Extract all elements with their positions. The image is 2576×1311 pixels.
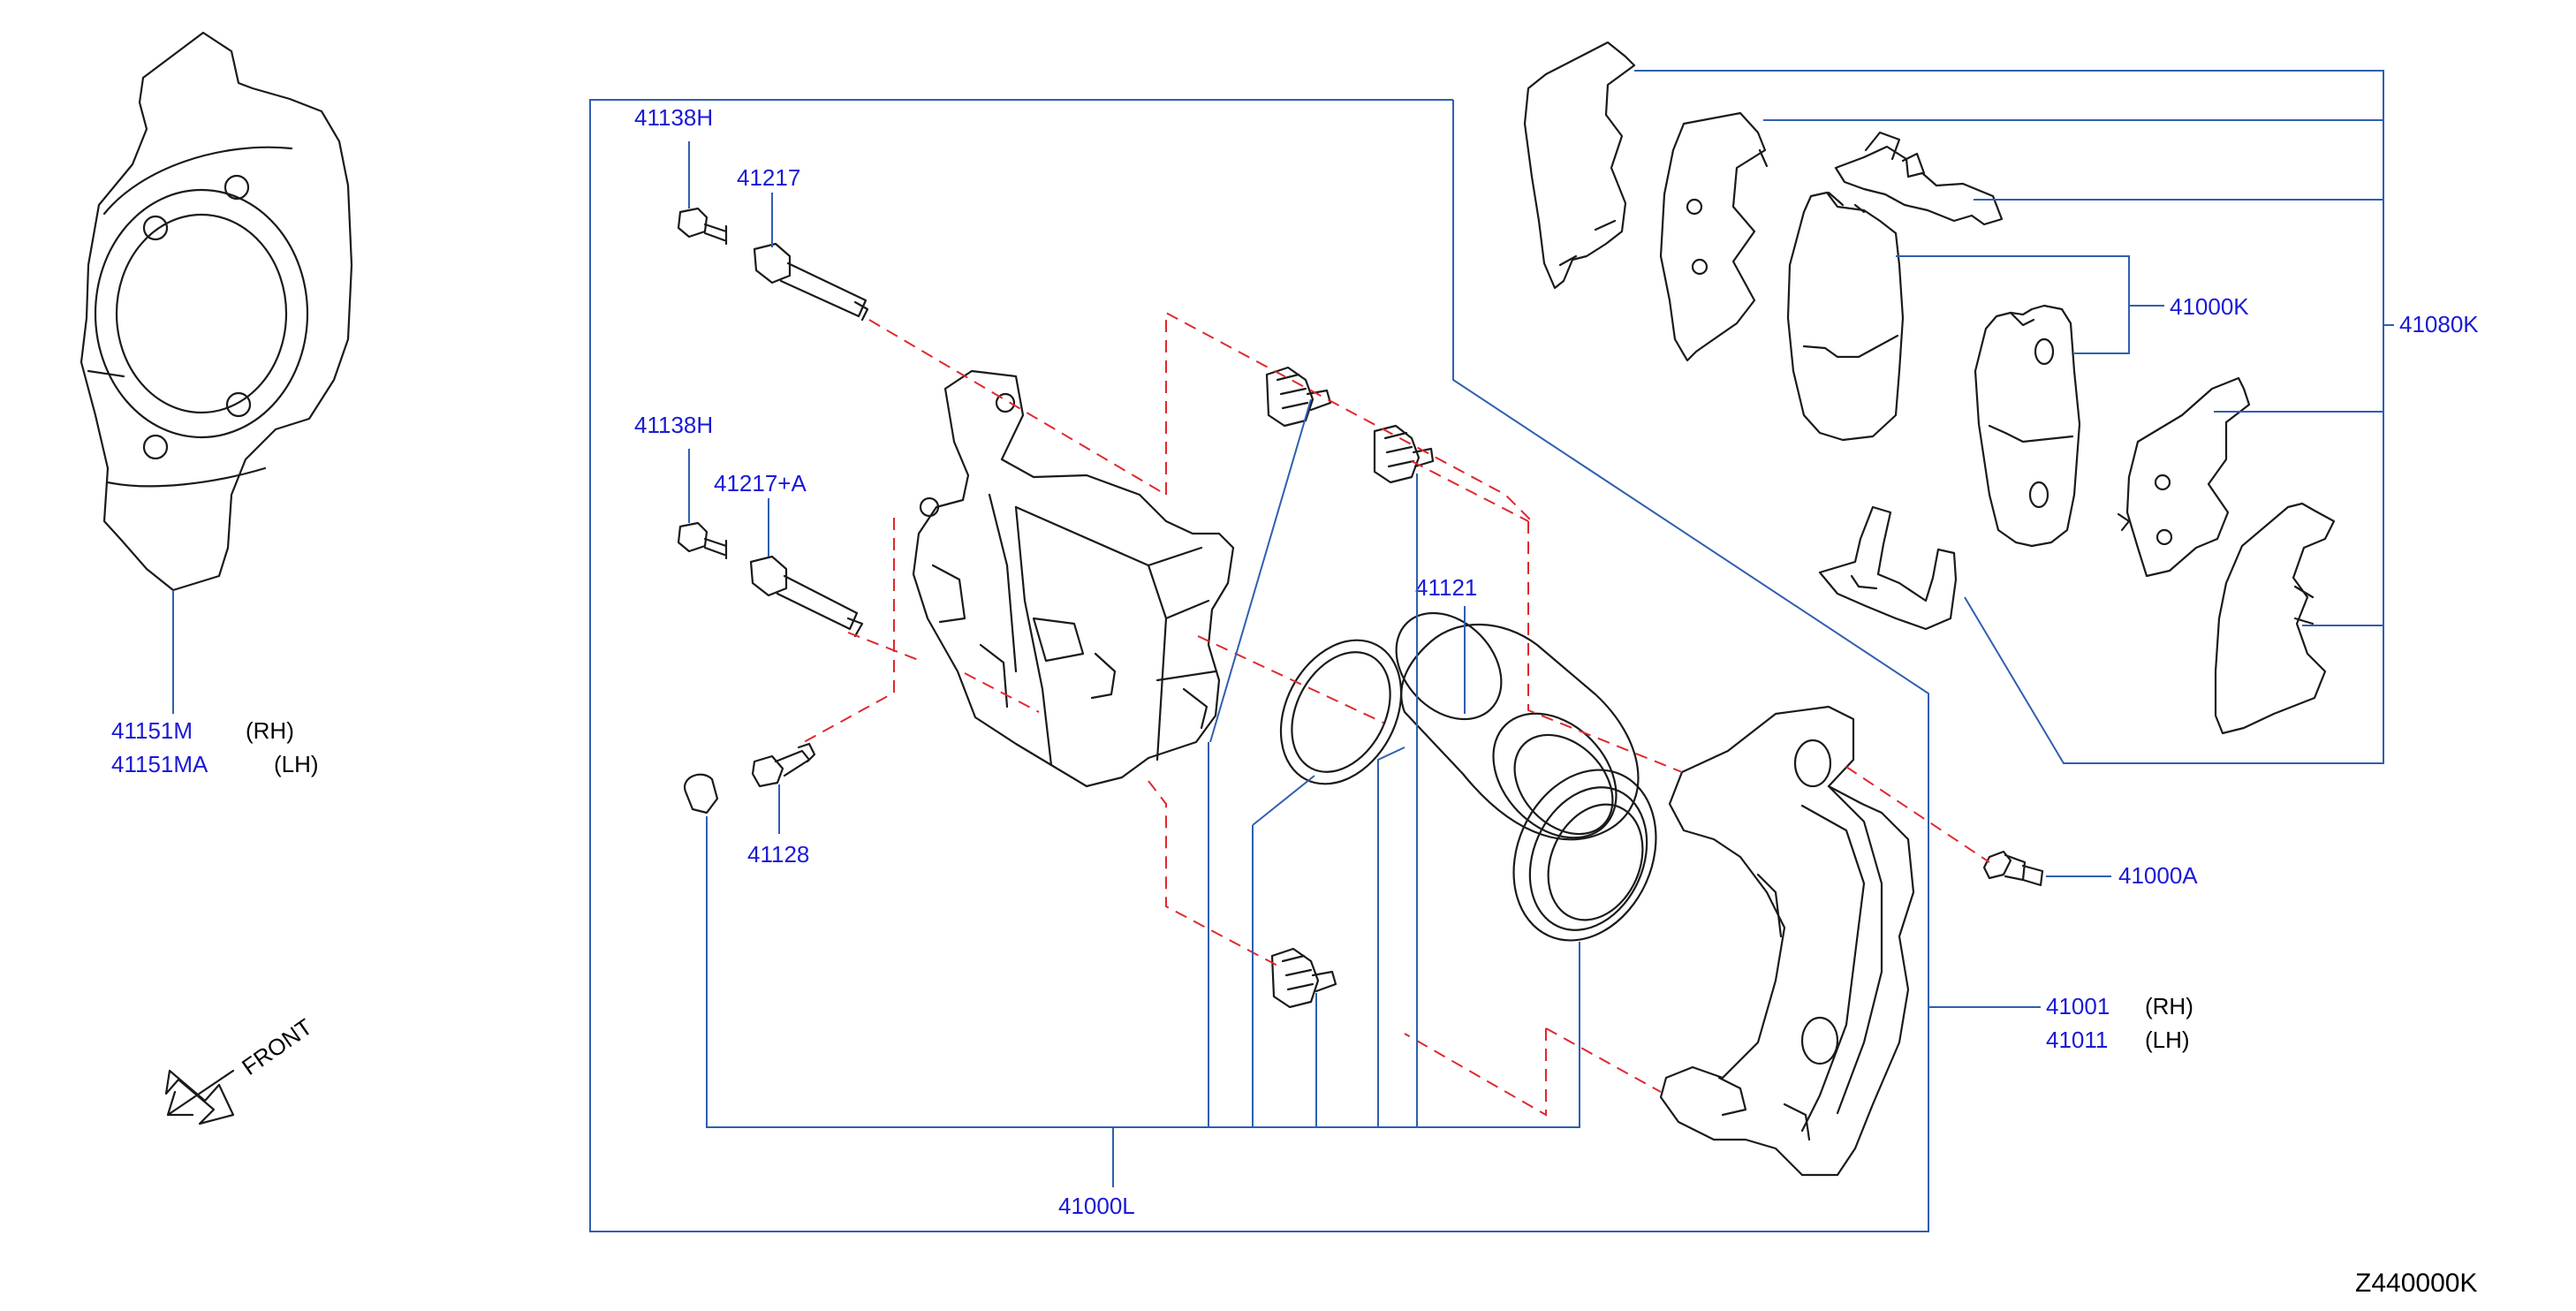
- part-number-41121: 41121: [1415, 574, 1477, 601]
- side-note-rh-41001: (RH): [2145, 993, 2193, 1019]
- piston-boot-part: [1512, 769, 1657, 942]
- brake-pad-inner-part: [1974, 304, 2081, 548]
- part-number-41151MA: 41151MA: [111, 751, 208, 777]
- pin-boot-upper-part: [1265, 366, 1332, 428]
- assembly-centerlines: [803, 311, 1990, 1117]
- assembly-41000L-leaders: [706, 398, 1580, 1187]
- part-number-41128: 41128: [747, 841, 809, 868]
- part-number-41217: 41217: [737, 164, 800, 191]
- pin-boot-lower-part: [1270, 947, 1337, 1009]
- pad-clip-upper-part: [1834, 131, 2004, 226]
- caliper-body-part: [912, 369, 1235, 788]
- part-number-41151M: 41151M: [111, 717, 193, 744]
- guide-pin-41217A-part: [749, 555, 864, 638]
- bolt-41138H-mid-part: [677, 521, 728, 560]
- brake-pad-outer-part: [1786, 191, 1905, 442]
- piston-41121-part: [1395, 611, 1640, 841]
- part-number-41000K: 41000K: [2170, 293, 2249, 320]
- bleeder-cap-part: [683, 773, 719, 815]
- pad-shim-inner-left-part: [1659, 111, 1769, 362]
- bleeder-screw-41128-part: [751, 742, 816, 788]
- caliper-assembly-frame: [589, 99, 1929, 1232]
- part-number-41000A: 41000A: [2118, 862, 2198, 889]
- part-number-41080K: 41080K: [2399, 311, 2479, 337]
- bolt-41138H-top-part: [677, 207, 728, 246]
- pin-boot-middle-part: [1373, 424, 1435, 484]
- side-note-lh-41011: (LH): [2145, 1027, 2190, 1053]
- side-note-rh-41151M: (RH): [246, 717, 294, 744]
- pad-shim-outer-right-part: [2214, 502, 2336, 735]
- part-number-41138H-mid: 41138H: [634, 412, 713, 438]
- front-direction-arrow-icon: [164, 1069, 235, 1125]
- part-number-41011: 41011: [2046, 1027, 2108, 1053]
- side-note-lh-41151MA: (LH): [274, 751, 319, 777]
- part-number-41217A: 41217+A: [714, 470, 807, 496]
- diagram-code: Z440000K: [2355, 1269, 2477, 1298]
- part-number-41138H-top: 41138H: [634, 104, 713, 131]
- part-number-41001: 41001: [2046, 993, 2110, 1019]
- guide-pin-41217-part: [753, 242, 869, 322]
- mounting-bolt-41000A-part: [1982, 850, 2044, 887]
- part-number-41000L: 41000L: [1058, 1193, 1135, 1219]
- splash-shield-part: [80, 31, 353, 714]
- pad-clip-lower-part: [1818, 505, 1958, 631]
- front-label: FRONT: [237, 1013, 317, 1080]
- caliper-support-41001-part: [1659, 705, 1915, 1177]
- piston-seal-part: [1279, 639, 1403, 785]
- pad-shim-outer-left-part: [1523, 41, 1636, 290]
- pad-shim-inner-right-part: [2117, 376, 2251, 578]
